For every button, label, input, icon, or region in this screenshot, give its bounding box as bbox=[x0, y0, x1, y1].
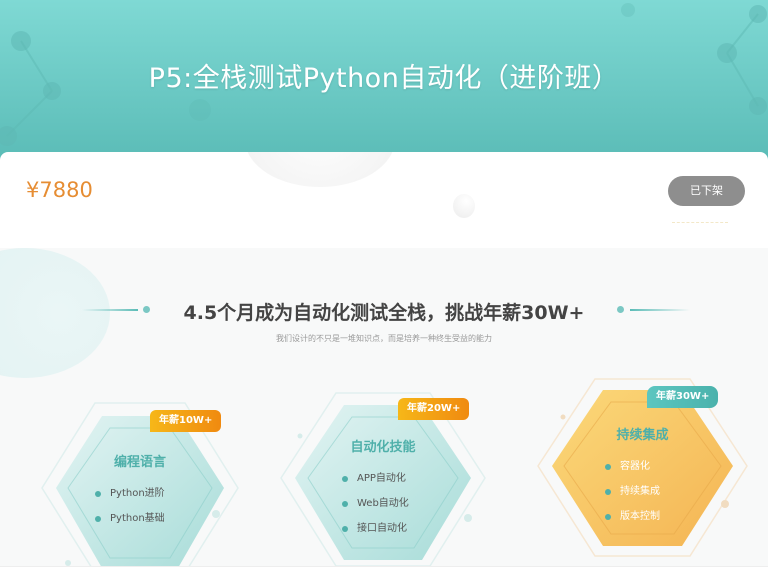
decorative-dot-right bbox=[617, 306, 624, 313]
bullet-icon bbox=[342, 500, 348, 507]
course-price: ¥7880 bbox=[26, 178, 93, 202]
decorative-line-right bbox=[630, 309, 690, 311]
card-item: Python基础 bbox=[95, 506, 165, 531]
skill-card-ci: 年薪30W+ 持续集成 容器化 持续集成 版本控制 bbox=[535, 376, 750, 558]
card-item: Web自动化 bbox=[342, 491, 409, 516]
card-item: 版本控制 bbox=[605, 504, 660, 529]
card-item-list: Python进阶 Python基础 bbox=[95, 481, 165, 531]
skill-card-automation: 年薪20W+ 自动化技能 APP自动化 Web自动化 接口自动化 bbox=[278, 388, 488, 566]
salary-badge: 年薪10W+ bbox=[150, 410, 222, 432]
hexagon-icon bbox=[41, 402, 239, 566]
molecule-decoration-icon bbox=[0, 3, 767, 146]
bullet-icon bbox=[95, 515, 101, 522]
card-item: 接口自动化 bbox=[342, 516, 409, 541]
course-highlights-section: 4.5个月成为自动化测试全栈，挑战年薪30W+ 我们设计的不只是一堆知识点，而是… bbox=[0, 248, 768, 566]
card-item-list: 容器化 持续集成 版本控制 bbox=[605, 454, 660, 529]
salary-badge: 年薪20W+ bbox=[398, 398, 470, 420]
price-card: ¥7880 已下架 bbox=[0, 152, 768, 248]
skill-card-programming: 年薪10W+ 编程语言 Python进阶 Python基础 bbox=[40, 398, 240, 566]
salary-badge: 年薪30W+ bbox=[647, 386, 719, 408]
card-item: 持续集成 bbox=[605, 479, 660, 504]
card-item-list: APP自动化 Web自动化 接口自动化 bbox=[342, 466, 409, 541]
decorative-blob bbox=[245, 152, 395, 187]
status-button-offline[interactable]: 已下架 bbox=[668, 176, 745, 206]
decorative-dots bbox=[672, 222, 728, 224]
decorative-blob bbox=[453, 194, 475, 218]
card-item: 容器化 bbox=[605, 454, 660, 479]
card-item: Python进阶 bbox=[95, 481, 165, 506]
bullet-icon bbox=[95, 490, 101, 497]
bullet-icon bbox=[342, 475, 348, 482]
bullet-icon bbox=[605, 488, 611, 495]
card-title: 持续集成 bbox=[616, 428, 669, 443]
card-title: 编程语言 bbox=[113, 455, 166, 470]
card-title: 自动化技能 bbox=[350, 440, 416, 455]
decorative-line-left bbox=[82, 309, 138, 311]
page-bottom-strip bbox=[0, 566, 768, 578]
course-title: P5:全栈测试Python自动化（进阶班） bbox=[148, 63, 620, 94]
decorative-dot-left bbox=[143, 306, 150, 313]
bullet-icon bbox=[342, 525, 348, 532]
bullet-icon bbox=[605, 463, 611, 470]
card-item: APP自动化 bbox=[342, 466, 409, 491]
course-banner: P5:全栈测试Python自动化（进阶班） bbox=[0, 0, 768, 160]
bullet-icon bbox=[605, 513, 611, 520]
section-headline: 4.5个月成为自动化测试全栈，挑战年薪30W+ bbox=[183, 302, 585, 324]
section-subline: 我们设计的不只是一堆知识点，而是培养一种终生受益的能力 bbox=[276, 334, 492, 343]
